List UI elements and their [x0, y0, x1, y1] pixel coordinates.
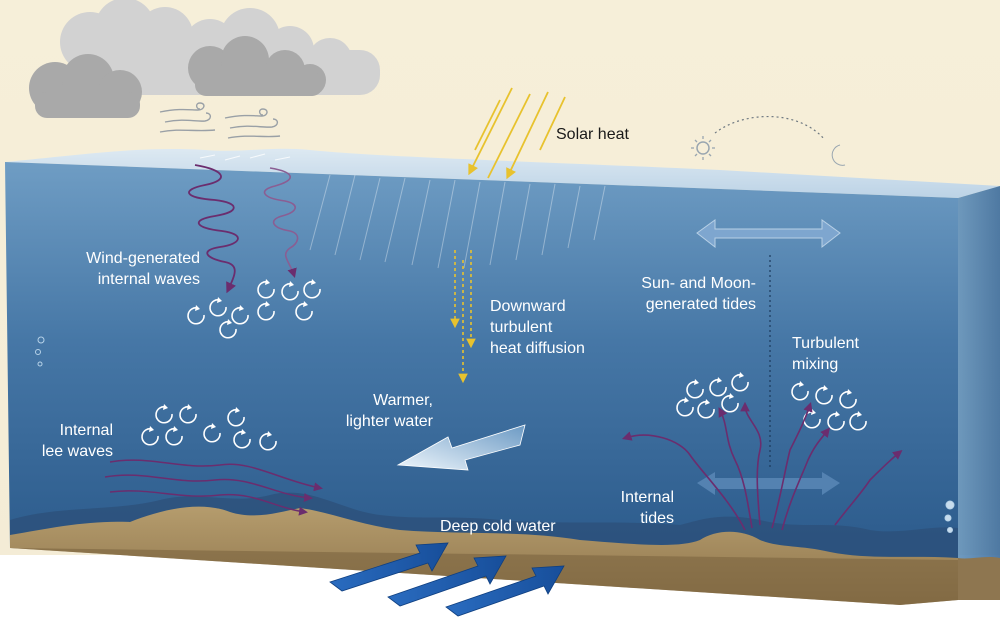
moon-icon [831, 144, 846, 166]
heat-diffusion-arrows [450, 250, 476, 384]
tides-label: Sun- and Moon-generated tides [641, 275, 756, 313]
internal-tide-lines [621, 401, 903, 531]
solar-heat-label: Solar heat [556, 126, 629, 143]
lee-wave-lines [104, 459, 323, 516]
tide-arrow [696, 219, 841, 249]
wind-icon [159, 102, 281, 139]
cold-water-arrow [329, 542, 565, 617]
warm-water-arrow [396, 424, 526, 471]
bubbles [35, 336, 955, 533]
ocean-side-face [958, 186, 1000, 600]
tide-arrow [697, 472, 840, 495]
sun-icon [691, 136, 715, 160]
sunlight-streaks [309, 174, 606, 269]
solar-heat-arrows [468, 87, 566, 180]
cloud-icon [29, 0, 380, 118]
surface-ripples [199, 153, 291, 161]
sun-moon-orbit [714, 116, 826, 141]
internal-wave-spiral [188, 164, 239, 294]
deep-cold-water-label: Deep cold water [440, 518, 556, 535]
warmer-water-label: Warmer,lighter water [345, 392, 433, 430]
internal-wave-spiral [263, 167, 299, 279]
ocean-front-face [5, 162, 958, 560]
ocean-surface [5, 148, 1000, 198]
